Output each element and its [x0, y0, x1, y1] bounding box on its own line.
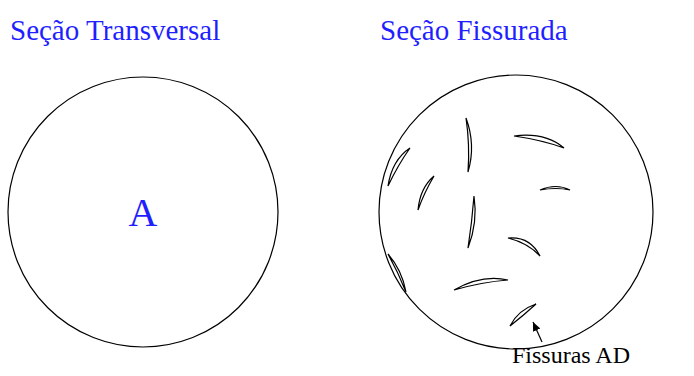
section-circle: Seção TransversalA — [7, 76, 279, 348]
section-heading: Seção Fissurada — [380, 14, 568, 47]
circle-outline — [378, 74, 654, 350]
section-heading: Seção Transversal — [10, 14, 220, 47]
crack-callout: Fissuras AD — [512, 342, 630, 369]
area-symbol: A — [129, 189, 158, 236]
section-circle: Seção Fissurada — [378, 74, 654, 350]
